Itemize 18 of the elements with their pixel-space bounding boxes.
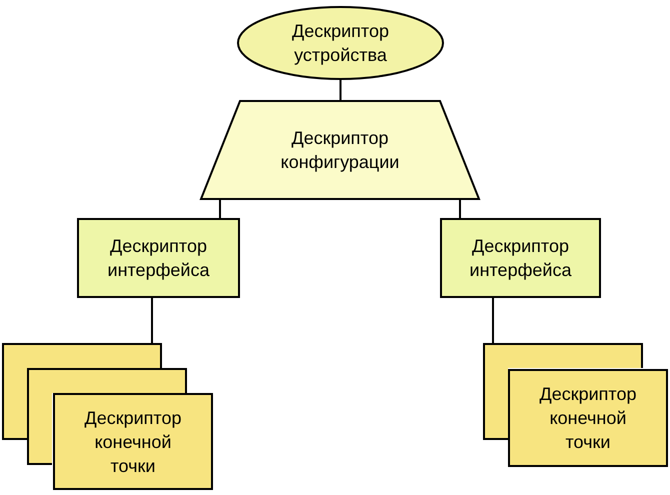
node-label: Дескриптор конфигурации bbox=[280, 127, 400, 174]
connector-line bbox=[151, 298, 153, 343]
endpoint-card bbox=[508, 369, 668, 467]
node-label: Дескриптор устройства bbox=[291, 20, 390, 67]
node-label: Дескриптор интерфейса bbox=[468, 235, 572, 282]
node-label: Дескриптор конечной точки bbox=[84, 406, 182, 478]
interface-box bbox=[77, 218, 240, 298]
endpoint-card bbox=[2, 343, 162, 368]
endpoint-card bbox=[27, 368, 187, 393]
connector-line bbox=[219, 200, 221, 218]
connector-line bbox=[340, 80, 342, 100]
endpoint-card bbox=[483, 343, 643, 368]
node-label: Дескриптор конечной точки bbox=[538, 383, 638, 454]
connector-line bbox=[459, 200, 461, 218]
node-label: Дескриптор интерфейса bbox=[106, 235, 210, 282]
connector-line bbox=[492, 298, 494, 343]
endpoint-card bbox=[53, 393, 213, 490]
interface-box bbox=[440, 218, 601, 298]
